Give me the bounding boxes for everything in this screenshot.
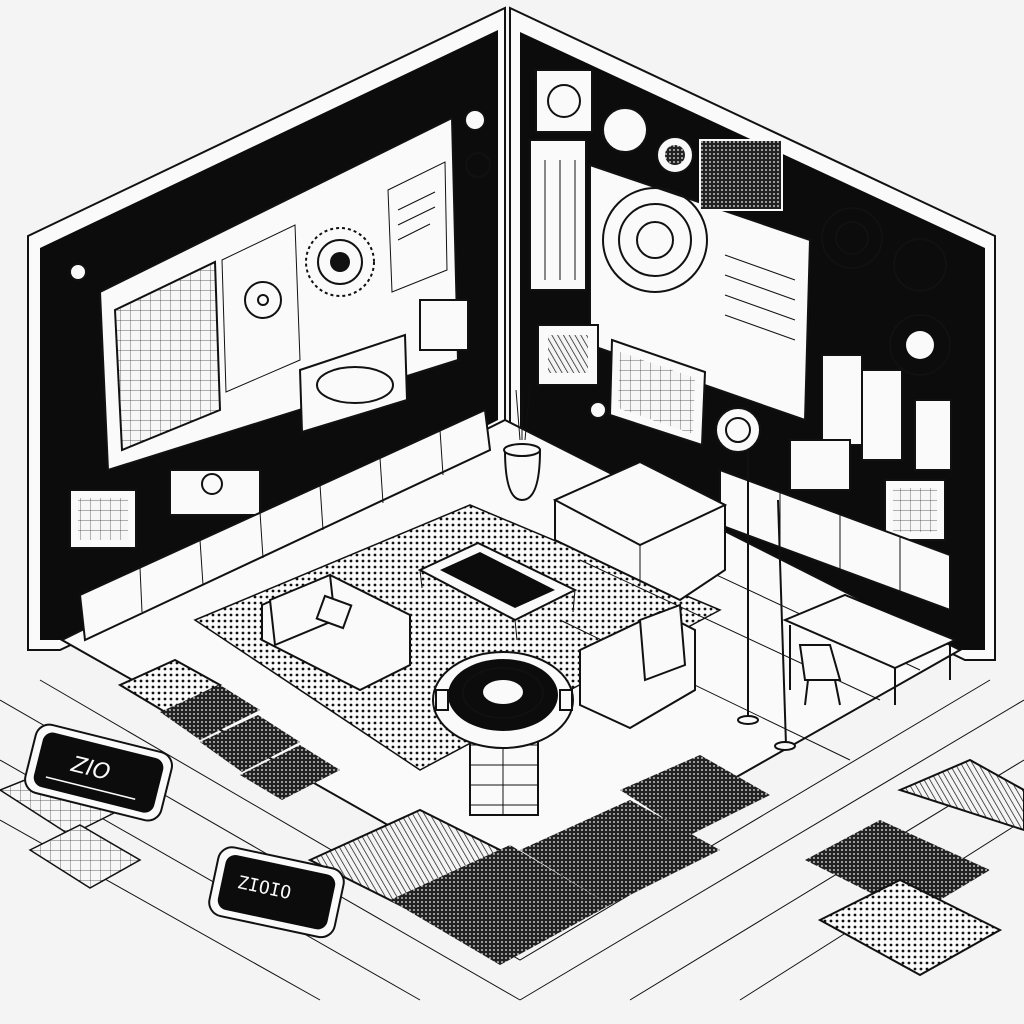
floor-tiles (0, 658, 1024, 977)
tv-cabinet-left (78, 378, 492, 642)
sofa-left (261, 573, 411, 692)
coffee-table (417, 541, 578, 641)
floor-lamp (715, 407, 796, 751)
desk (782, 580, 958, 706)
sofa-back (552, 460, 728, 602)
rug (193, 504, 722, 771)
smartphone-bottom: ZIOIO (208, 846, 345, 939)
sofa-right (579, 603, 696, 730)
diffuser-vase (503, 384, 542, 502)
left-wall (27, 6, 506, 651)
smartphone-left: ZIO (24, 723, 173, 822)
smartwatch (432, 651, 574, 816)
